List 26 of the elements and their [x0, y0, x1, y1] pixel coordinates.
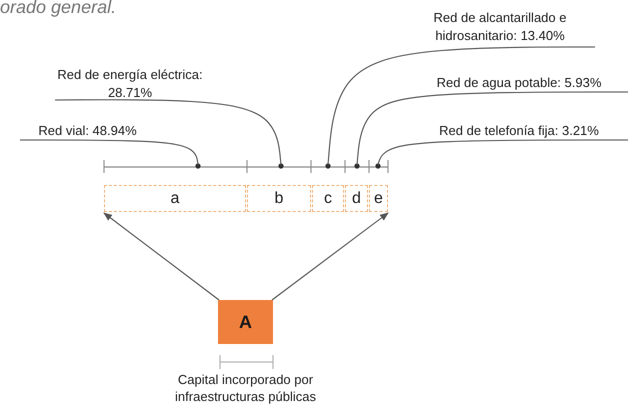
leader-label: Red vial: 48.94%: [20, 121, 155, 140]
box-label: a: [170, 190, 180, 208]
leader-line: [356, 91, 628, 166]
leader-label: Red de telefonía fija: 3.21%: [410, 121, 628, 140]
leader-line: [55, 99, 282, 166]
heading-fragment: orado general.: [0, 0, 116, 18]
arrow: [103, 212, 220, 300]
leader-label: Red de energía eléctrica: 28.71%: [55, 66, 205, 102]
segment-box: [345, 185, 368, 212]
leader-line: [327, 46, 595, 166]
box-label: A: [239, 312, 252, 332]
segment-box: [247, 185, 311, 212]
box-label: d: [352, 190, 361, 208]
box-caption: Capital incorporado por infraestructuras públicas: [174, 371, 317, 405]
box-label: c: [324, 190, 332, 208]
box-label: b: [274, 190, 284, 208]
leader-line: [377, 139, 628, 166]
capital-box: [218, 300, 273, 344]
segment-box: [369, 185, 388, 212]
segment-box: [312, 185, 344, 212]
arrow: [272, 212, 389, 300]
leader-line: [20, 139, 199, 166]
leader-label: Red de agua potable: 5.93%: [410, 73, 628, 92]
leader-label: Red de alcantarillado e hidrosanitario: 13.40%: [405, 8, 595, 46]
segment-box: [104, 185, 246, 212]
box-label: e: [374, 190, 383, 208]
